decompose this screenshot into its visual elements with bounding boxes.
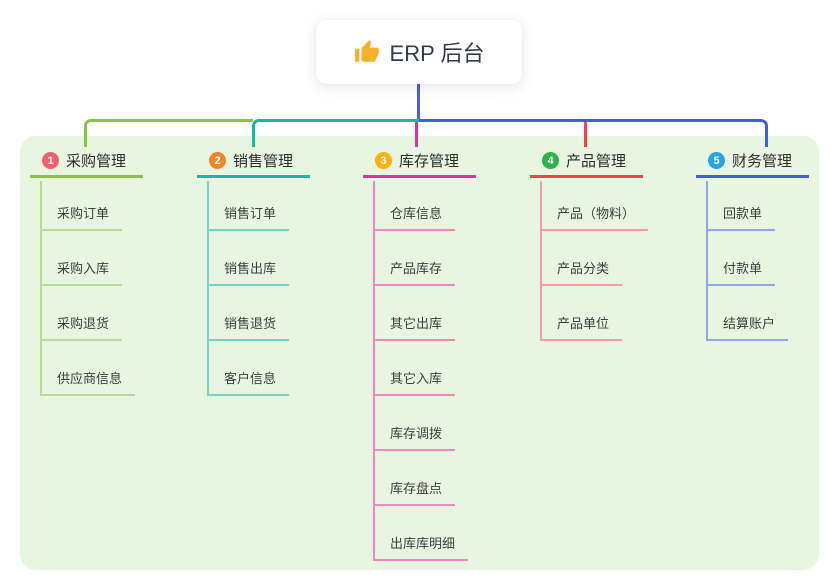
child-node-settlement-account[interactable]: 结算账户 (706, 316, 789, 341)
child-node-outbound-detail[interactable]: 出库库明细 (373, 536, 469, 561)
child-node-receipt[interactable]: 回款单 (706, 206, 776, 231)
child-node-other-inbound[interactable]: 其它入库 (373, 371, 456, 396)
child-node-purchase-order[interactable]: 采购订单 (40, 206, 123, 231)
child-node-sales-outbound[interactable]: 销售出库 (207, 261, 290, 286)
connector-children-2 (207, 181, 209, 396)
branch-label: 采购管理 (66, 153, 127, 170)
child-node-product-category[interactable]: 产品分类 (540, 261, 623, 286)
branch-label: 销售管理 (233, 153, 294, 170)
child-node-product-unit[interactable]: 产品单位 (540, 316, 623, 341)
branches-background-panel (20, 136, 819, 570)
child-node-product-material[interactable]: 产品（物料） (540, 206, 649, 231)
branch-badge-1: 1 (42, 152, 59, 169)
branch-badge-4: 4 (542, 152, 559, 169)
child-node-stock-transfer[interactable]: 库存调拨 (373, 426, 456, 451)
branch-label: 产品管理 (566, 153, 627, 170)
branch-node-finance[interactable]: 5 财务管理 (696, 146, 809, 178)
branch-node-sales[interactable]: 2 销售管理 (197, 146, 310, 178)
connector-branch-5 (419, 119, 768, 147)
connector-children-5 (706, 181, 708, 341)
branch-badge-3: 3 (375, 152, 392, 169)
connector-children-1 (40, 181, 42, 396)
branch-node-procurement[interactable]: 1 采购管理 (30, 146, 143, 178)
branch-node-inventory[interactable]: 3 库存管理 (363, 146, 476, 178)
child-node-product-stock[interactable]: 产品库存 (373, 261, 456, 286)
child-node-other-outbound[interactable]: 其它出库 (373, 316, 456, 341)
child-node-purchase-return[interactable]: 采购退货 (40, 316, 123, 341)
branch-badge-2: 2 (209, 152, 226, 169)
connector-branch-1 (84, 119, 253, 147)
root-node-erp[interactable]: ERP 后台 (316, 20, 522, 84)
child-node-warehouse-info[interactable]: 仓库信息 (373, 206, 456, 231)
child-node-purchase-inbound[interactable]: 采购入库 (40, 261, 123, 286)
child-node-customer-info[interactable]: 客户信息 (207, 371, 290, 396)
connector-branch-2 (252, 119, 419, 147)
connector-branch-4 (584, 122, 587, 147)
child-node-sales-return[interactable]: 销售退货 (207, 316, 290, 341)
child-node-supplier-info[interactable]: 供应商信息 (40, 371, 136, 396)
connector-root-vertical (417, 84, 420, 122)
branch-node-product[interactable]: 4 产品管理 (530, 146, 643, 178)
child-node-stock-count[interactable]: 库存盘点 (373, 481, 456, 506)
thumbs-up-icon (354, 39, 380, 65)
connector-branch-3 (415, 122, 418, 147)
branch-badge-5: 5 (708, 152, 725, 169)
branch-label: 库存管理 (399, 153, 460, 170)
child-node-sales-order[interactable]: 销售订单 (207, 206, 290, 231)
root-label: ERP 后台 (389, 41, 485, 66)
connector-children-4 (540, 181, 542, 341)
child-node-payment[interactable]: 付款单 (706, 261, 776, 286)
connector-children-3 (373, 181, 375, 561)
branch-label: 财务管理 (732, 153, 793, 170)
